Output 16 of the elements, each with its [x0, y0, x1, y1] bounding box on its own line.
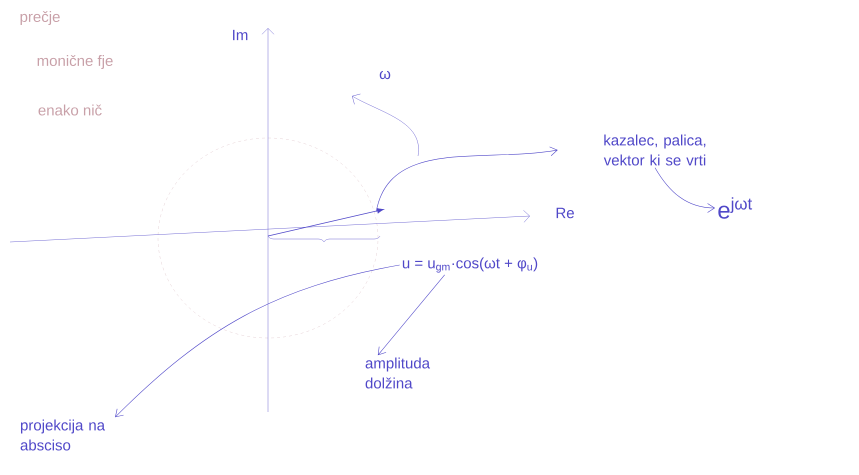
- arrow: [115, 264, 400, 418]
- arrow: [654, 167, 716, 213]
- arrow: [376, 146, 558, 212]
- note-text: enako nič: [38, 104, 102, 116]
- note-text: monične fje: [38, 55, 113, 70]
- arrow: [378, 274, 445, 356]
- exponential-text: e$^{jωt}$: [718, 197, 752, 219]
- note-text: Re: [556, 208, 574, 218]
- note-text: Im: [233, 30, 248, 40]
- annotation-text: kazalec, palica, vektor ki se vrti: [604, 134, 706, 166]
- note-text: prečje: [20, 11, 60, 26]
- note-text: ω: [380, 70, 390, 80]
- annotation-text: projekcija na absciso: [20, 420, 106, 450]
- formula-text: u = u$_{gm}$·cos(ωt + φ$_{u}$): [402, 257, 538, 273]
- phasor-arrow: [268, 208, 384, 236]
- annotation-text: amplituda dolžina: [366, 358, 430, 388]
